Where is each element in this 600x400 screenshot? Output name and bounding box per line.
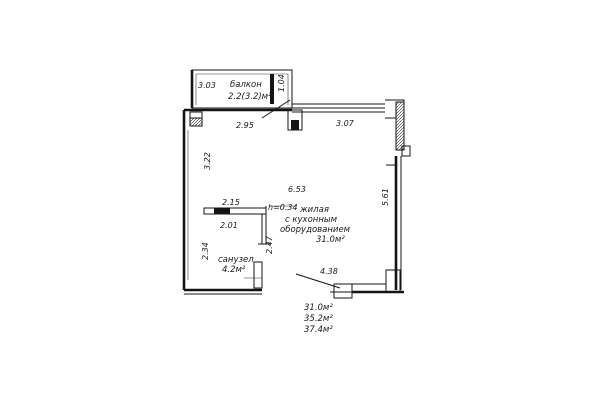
living-room-area: 31.0м² [316,235,345,245]
bottom-wall-dim: 4.38 [320,267,338,276]
total-area-with-balcony: 37.4м² [304,325,333,335]
balcony-label: балкон [230,80,262,90]
total-living-area: 31.0м² [304,303,333,313]
right-wall-dim: 5.61 [381,188,390,206]
bath-depth-dim: 2.34 [201,242,210,260]
balcony-outline [190,69,293,119]
bathroom-label: санузел [218,255,254,265]
balcony-area: 2.2(3.2)м² [228,92,272,102]
left-wall-dim: 3.22 [203,152,212,170]
living-room-label-1: жилая [299,205,329,215]
balcony-width-dim: 2.95 [236,121,254,130]
balcony-side-dim: 1.04 [277,74,286,92]
bathroom-walls [203,205,341,289]
room-span-dim: 6.53 [288,185,306,194]
step-height-dim: h=0.34 [268,203,298,212]
columns [189,109,303,131]
top-right-wall-dim: 3.07 [336,119,355,128]
total-area: 35.2м² [304,314,333,324]
bath-top-dim: 2.15 [222,198,240,207]
living-room-label-2: с кухонным [285,215,338,225]
living-room-label-3: оборудованием [280,225,351,235]
bath-door-dim: 2.47 [265,235,274,254]
balcony-depth: 3.03 [198,81,216,90]
bathroom-area: 4.2м² [222,265,246,275]
bath-inner-dim: 2.01 [220,221,238,230]
outer-walls [182,99,411,299]
